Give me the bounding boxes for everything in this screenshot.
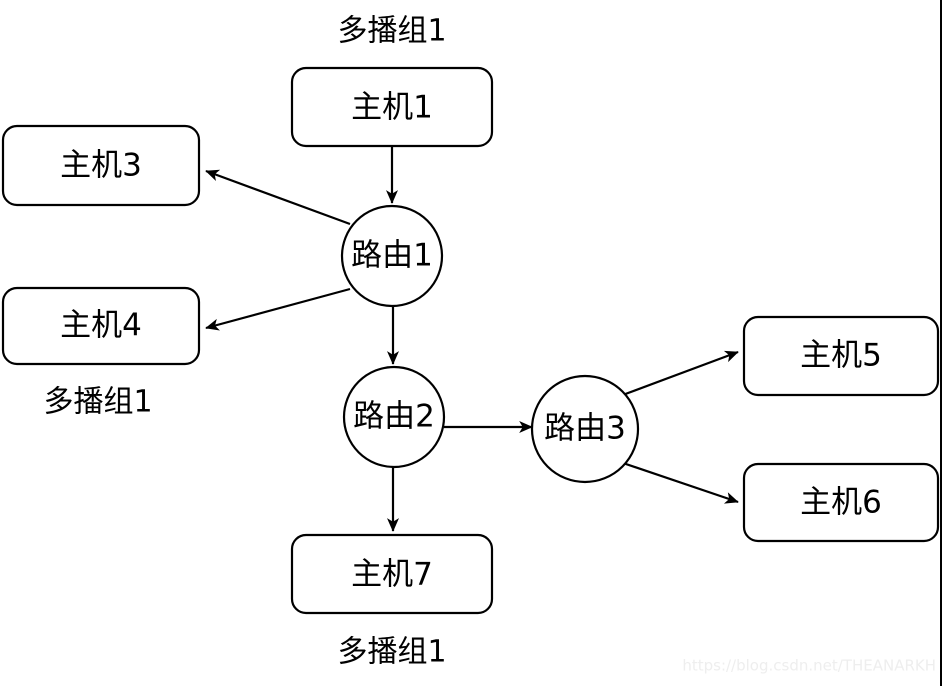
host6-label: 主机6 [800, 485, 882, 521]
host4-label: 主机4 [60, 308, 142, 344]
node-host1[interactable]: 主机1 [290, 66, 494, 148]
node-router3[interactable]: 路由3 [530, 374, 640, 484]
node-host7[interactable]: 主机7 [290, 533, 494, 615]
edge-router1-host3 [205, 169, 351, 226]
router3-label: 路由3 [544, 411, 626, 447]
host5-box[interactable] [742, 315, 940, 397]
node-host3[interactable]: 主机3 [1, 124, 201, 207]
edge-group [205, 146, 739, 532]
host5-label: 主机5 [800, 338, 882, 374]
edge-router1-host4 [205, 287, 351, 331]
router1-circle[interactable] [340, 204, 444, 308]
group-label-left: 多播组1 [43, 385, 152, 420]
host7-box[interactable] [290, 533, 494, 615]
node-router2[interactable]: 路由2 [342, 365, 446, 469]
host3-box[interactable] [1, 124, 201, 207]
host7-label: 主机7 [351, 557, 433, 593]
host4-box[interactable] [1, 286, 201, 366]
host6-box[interactable] [742, 462, 940, 543]
edge-router3-host5 [619, 350, 739, 398]
edge-router3-host6 [619, 460, 739, 504]
node-host6[interactable]: 主机6 [742, 462, 940, 543]
watermark-text: https://blog.csdn.net/THEANARKH [682, 657, 936, 675]
node-router1[interactable]: 路由1 [340, 204, 444, 308]
node-host5[interactable]: 主机5 [742, 315, 940, 397]
router2-label: 路由2 [353, 399, 435, 435]
group-label-bottom: 多播组1 [337, 635, 446, 670]
host1-box[interactable] [290, 66, 494, 148]
host1-label: 主机1 [351, 90, 433, 126]
node-host4[interactable]: 主机4 [1, 286, 201, 366]
group-label-top: 多播组1 [337, 14, 446, 49]
router1-label: 路由1 [351, 238, 433, 274]
host3-label: 主机3 [60, 148, 142, 184]
router3-circle[interactable] [530, 374, 640, 484]
router2-circle[interactable] [342, 365, 446, 469]
